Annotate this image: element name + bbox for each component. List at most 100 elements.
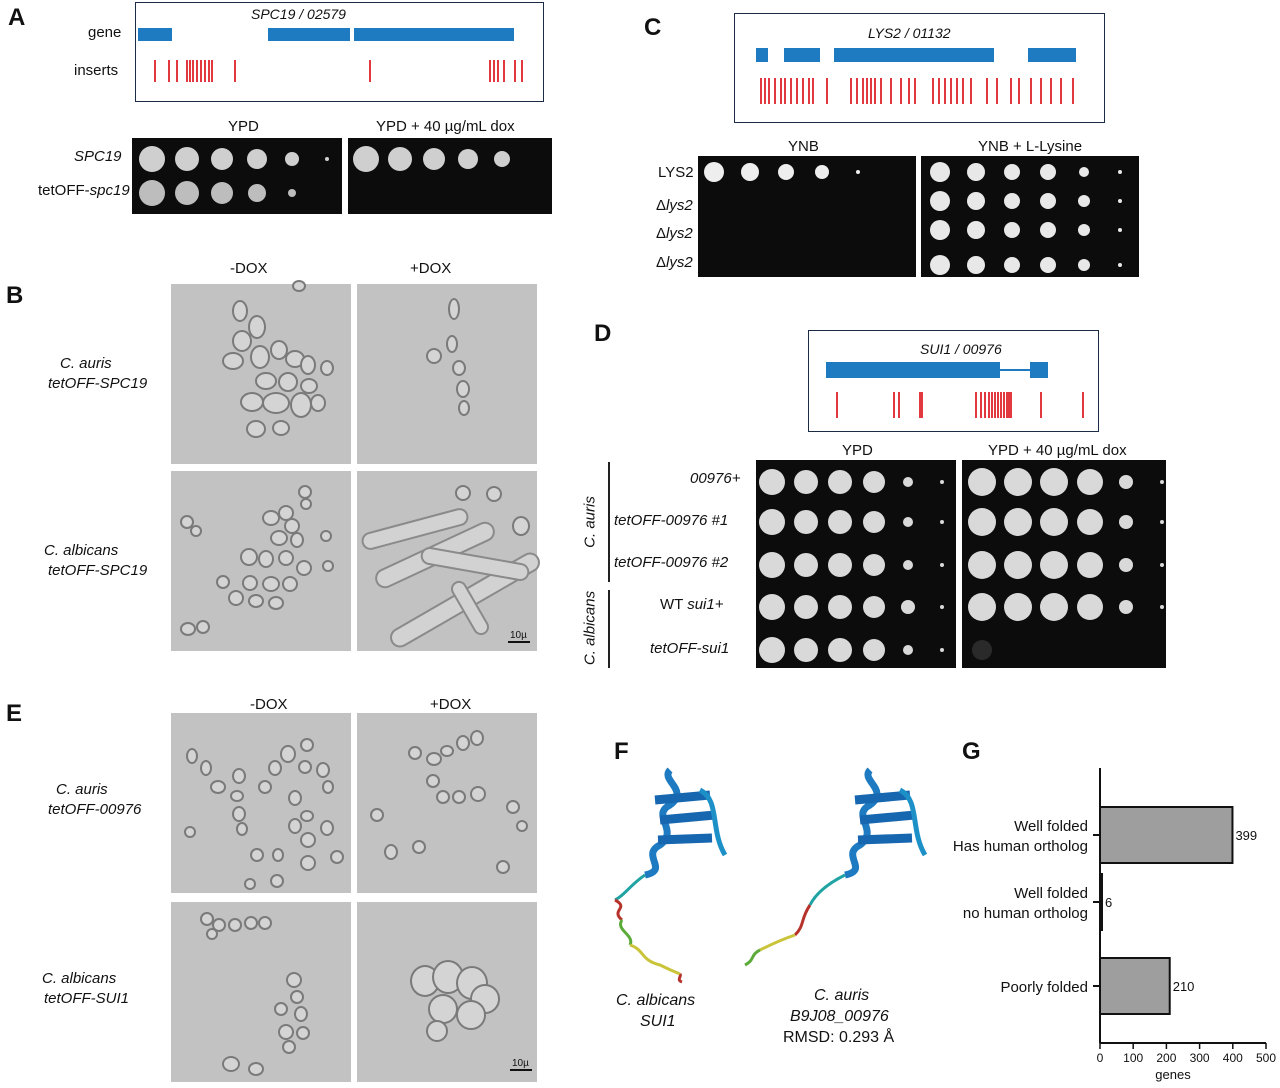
yeast-cell (190, 525, 202, 537)
insertion-mark (211, 60, 213, 82)
yeast-cell (262, 392, 290, 414)
species-label-e1: C. auris (56, 781, 108, 798)
colony-spot (458, 149, 478, 169)
insertion-mark (984, 392, 986, 418)
structure-rmsd-label: RMSD: 0.293 Å (783, 1029, 895, 1046)
insertion-mark (176, 60, 178, 82)
structure-label-auris-line2: B9J08_00976 (790, 1008, 889, 1025)
yeast-cell (370, 808, 384, 822)
colony-spot (940, 605, 944, 609)
x-axis-label: genes (1155, 1067, 1191, 1082)
colony-spot (903, 477, 913, 487)
colony-spot (967, 192, 985, 210)
gene-map-box-d (808, 330, 1099, 432)
colony-spot (930, 220, 950, 240)
gene-exon-bar (268, 28, 350, 41)
colony-spot (288, 189, 296, 197)
colony-spot (325, 157, 329, 161)
insertion-mark (944, 78, 946, 104)
colony-spot (704, 162, 724, 182)
protein-structures (614, 767, 928, 984)
colony-spot (494, 151, 510, 167)
colony-spot (1040, 593, 1068, 621)
strain-label-tetoff-00976-1: tetOFF-00976 #1 (614, 512, 729, 529)
yeast-cell (300, 498, 312, 510)
insertion-mark (808, 78, 810, 104)
colony-spot (1078, 224, 1090, 236)
gene-map-title-c: LYS2 / 01132 (868, 25, 951, 41)
structure-label-albicans-line2: SUI1 (640, 1013, 676, 1030)
yeast-cell (470, 786, 486, 802)
insertion-mark (1008, 392, 1010, 418)
strain-label-tetoff-sui1: tetOFF-sui1 (650, 640, 730, 657)
yeast-cell (282, 576, 298, 592)
gene-exon-bar (784, 48, 820, 62)
group-label-auris: C. auris (581, 496, 599, 548)
colony-spot (388, 147, 412, 171)
gene-map-box-a (135, 2, 544, 102)
insertion-mark (938, 78, 940, 104)
insertion-mark (870, 78, 872, 104)
insertion-mark (186, 60, 188, 82)
group-label-albicans: C. albicans (581, 590, 599, 666)
yeast-cell (456, 735, 470, 751)
yeast-cell (232, 300, 248, 322)
yeast-cell (186, 748, 198, 764)
yeast-cell (244, 878, 256, 890)
colony-spot (1077, 469, 1103, 495)
strain-label-dlys2-1: Δlys2 (656, 197, 693, 214)
yeast-cell (290, 392, 312, 418)
colony-spot (1118, 199, 1122, 203)
insertion-mark (1060, 78, 1062, 104)
insertion-mark (932, 78, 934, 104)
colony-spot (815, 165, 829, 179)
yeast-cell (300, 355, 316, 375)
media-label-ynb-c: YNB (788, 138, 819, 155)
colony-spot (248, 184, 266, 202)
colony-spot (1040, 257, 1056, 273)
colony-spot (211, 148, 233, 170)
colony-spot (968, 551, 996, 579)
colony-spot (901, 600, 915, 614)
panel-letter-b: B (6, 282, 24, 309)
yeast-cell (250, 345, 270, 369)
strain-label-b2: tetOFF-SPC19 (48, 562, 148, 579)
spot-plate-a-ypd (132, 138, 342, 214)
colony-spot (1077, 509, 1103, 535)
colony-spot (968, 468, 996, 496)
colony-spot (759, 469, 785, 495)
strain-label-wt-sui1: WT sui1+ (660, 596, 724, 613)
yeast-cell (250, 848, 264, 862)
colony-spot (1119, 475, 1133, 489)
insertion-mark (880, 78, 882, 104)
yeast-cell (300, 810, 314, 822)
x-tick-label: 0 (1097, 1051, 1104, 1065)
insertion-mark (874, 78, 876, 104)
insertion-mark (850, 78, 852, 104)
insertion-mark (514, 60, 516, 82)
insertion-mark (521, 60, 523, 82)
insertion-mark (866, 78, 868, 104)
colony-spot (1004, 468, 1032, 496)
yeast-cell (290, 990, 304, 1004)
panel-letter-d: D (594, 320, 612, 347)
yeast-cell (222, 1056, 240, 1072)
bar (1099, 806, 1234, 864)
insertion-mark (369, 60, 371, 82)
colony-spot (1077, 552, 1103, 578)
yeast-cell (300, 832, 316, 848)
colony-spot (828, 553, 852, 577)
insertion-mark (991, 392, 993, 418)
colony-spot (967, 221, 985, 239)
insertion-mark (893, 392, 895, 418)
yeast-cell (320, 820, 334, 836)
colony-spot (759, 552, 785, 578)
insertion-mark (975, 392, 977, 418)
yeast-cell (200, 760, 212, 776)
yeast-cell (236, 822, 248, 836)
yeast-cell (255, 372, 277, 390)
yeast-cell (506, 800, 520, 814)
insertion-mark (1030, 78, 1032, 104)
yeast-cell (512, 516, 530, 536)
insertion-mark (1040, 78, 1042, 104)
